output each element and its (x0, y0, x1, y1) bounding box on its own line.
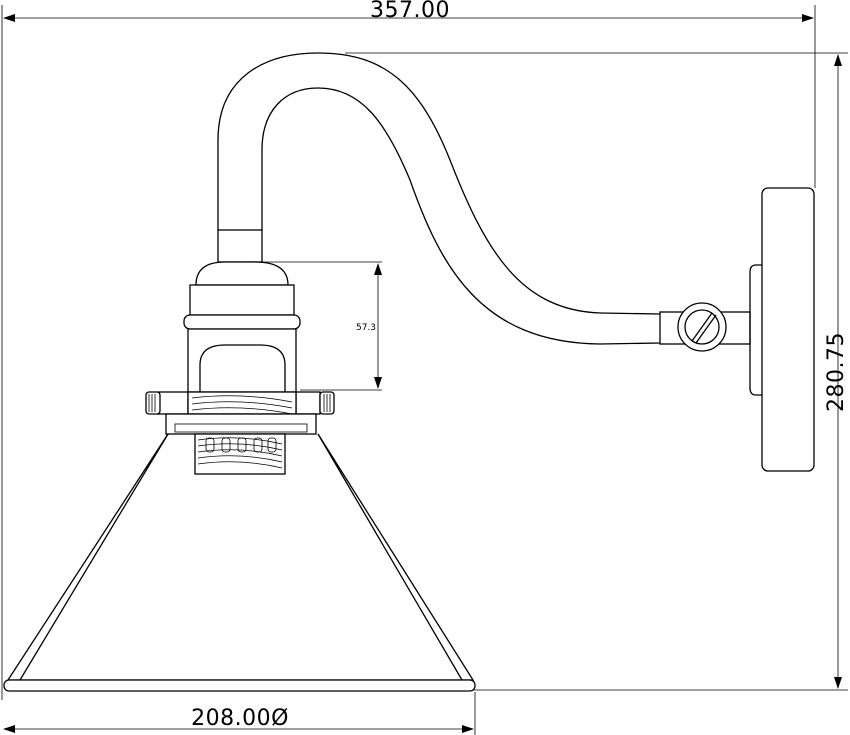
lamp-holder (145, 229, 335, 475)
holder-window-arch (199, 344, 286, 392)
conical-shade (3, 433, 476, 692)
joint-screw-slot-2 (695, 314, 717, 344)
wall-backplate (749, 187, 815, 472)
overall-width-dimension: 357.00 (1, 0, 816, 700)
holder-dome (195, 261, 289, 286)
holder-upper-body (189, 284, 295, 316)
swivel-joint (659, 302, 751, 352)
left-screw-collar (157, 391, 189, 415)
overall-width-label: 357.00 (370, 0, 450, 23)
thread-lower-body (194, 433, 286, 475)
arm-inner-edge (261, 87, 661, 345)
backplate-body (761, 187, 815, 472)
left-screw-head (145, 391, 161, 415)
shade-ring-inner (174, 423, 308, 433)
gooseneck-arm (217, 52, 661, 345)
overall-height-dimension: 280.75 (345, 52, 849, 691)
arm-outer-edge (217, 52, 661, 315)
holder-top-cap (217, 229, 263, 263)
joint-screw-slot-1 (691, 312, 713, 342)
right-screw-collar (295, 391, 321, 415)
shade-diameter-dimension: 208.00Ø (3, 692, 476, 735)
shade-inner-left-edge (19, 433, 169, 681)
holder-ring (183, 314, 301, 330)
right-side-screw (295, 391, 335, 415)
holder-lower-body (187, 328, 297, 393)
joint-knob-inner (684, 309, 720, 345)
shade-diameter-label: 208.00Ø (191, 706, 289, 731)
backplate-mount-block (749, 264, 762, 396)
thread-lines (191, 395, 293, 469)
socket-height-label: 57.3 (356, 323, 376, 333)
shade-rim (3, 679, 476, 692)
left-side-screw (145, 391, 189, 415)
overall-height-label: 280.75 (824, 332, 849, 412)
shade-inner-right-edge (317, 433, 463, 681)
socket-height-dimension: 57.3 (262, 261, 382, 391)
